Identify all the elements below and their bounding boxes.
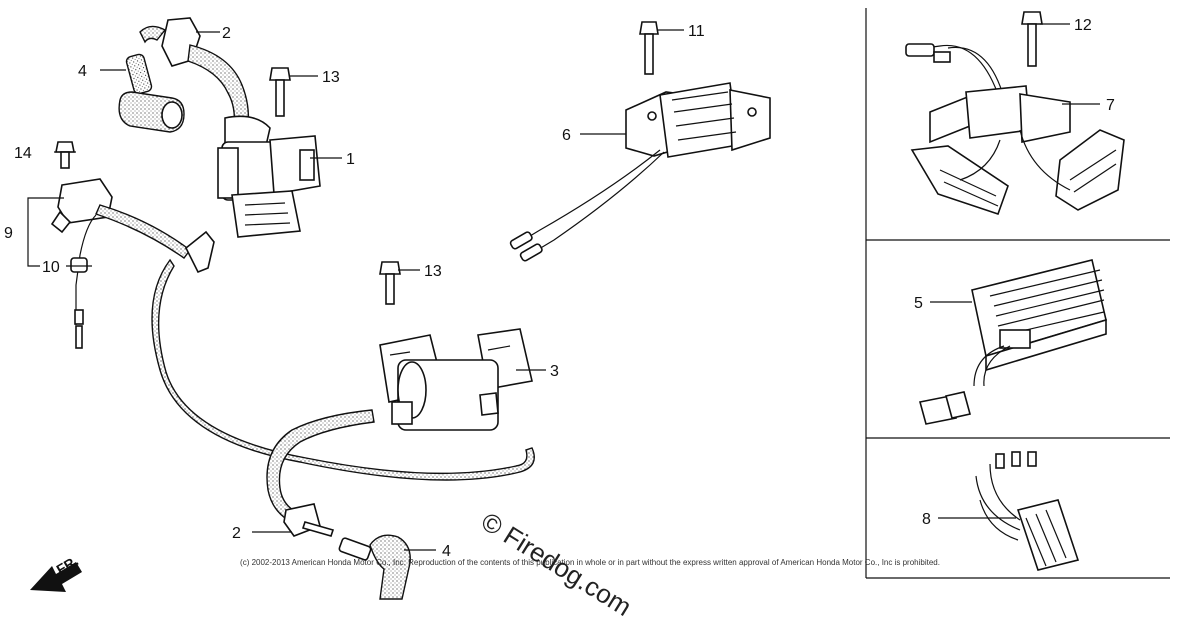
spark-plug-cap-top (118, 25, 185, 133)
bolt-11 (639, 21, 659, 75)
callout-9: 9 (4, 225, 13, 242)
callout-14: 14 (14, 145, 32, 162)
bolt-14 (55, 141, 75, 169)
bolt-13-upper (269, 67, 291, 117)
callout-13-lower: 13 (424, 263, 442, 280)
callout-6: 6 (562, 127, 571, 144)
callout-4-top: 4 (78, 63, 87, 80)
callout-10: 10 (42, 259, 60, 276)
panel-dividers (865, 8, 1170, 579)
stop-switch-assembly (50, 178, 215, 349)
callout-1: 1 (346, 151, 355, 168)
ignition-coil-upper (217, 115, 321, 238)
callout-7: 7 (1106, 97, 1115, 114)
callout-2-top: 2 (222, 25, 231, 42)
leader-lines (27, 23, 1100, 551)
bolt-12 (1021, 11, 1043, 67)
copyright-notice: (c) 2002-2013 American Honda Motor Co., … (240, 558, 940, 567)
regulator-rectifier (919, 259, 1107, 425)
relay-unit (975, 451, 1080, 571)
charge-coil (509, 82, 771, 262)
callout-4-lower: 4 (442, 543, 451, 560)
callout-3: 3 (550, 363, 559, 380)
callout-11: 11 (688, 23, 705, 40)
ignition-coil-lower (379, 328, 533, 431)
callout-labels: 2 4 13 1 14 9 10 13 3 11 6 12 7 5 8 2 4 (4, 17, 1115, 560)
callout-5: 5 (914, 295, 923, 312)
rubber-boot-lower (283, 503, 335, 537)
ground-wire (151, 258, 535, 481)
spark-plug-cap-lower (338, 534, 411, 600)
bolt-13-lower (379, 261, 401, 305)
stator (905, 43, 1125, 216)
parts-diagram: 2 4 13 1 14 9 10 13 3 11 6 12 7 5 8 2 4 … (4, 8, 1170, 600)
callout-13-upper: 13 (322, 69, 340, 86)
callout-2-lower: 2 (232, 525, 241, 542)
callout-8: 8 (922, 511, 931, 528)
callout-12: 12 (1074, 17, 1092, 34)
